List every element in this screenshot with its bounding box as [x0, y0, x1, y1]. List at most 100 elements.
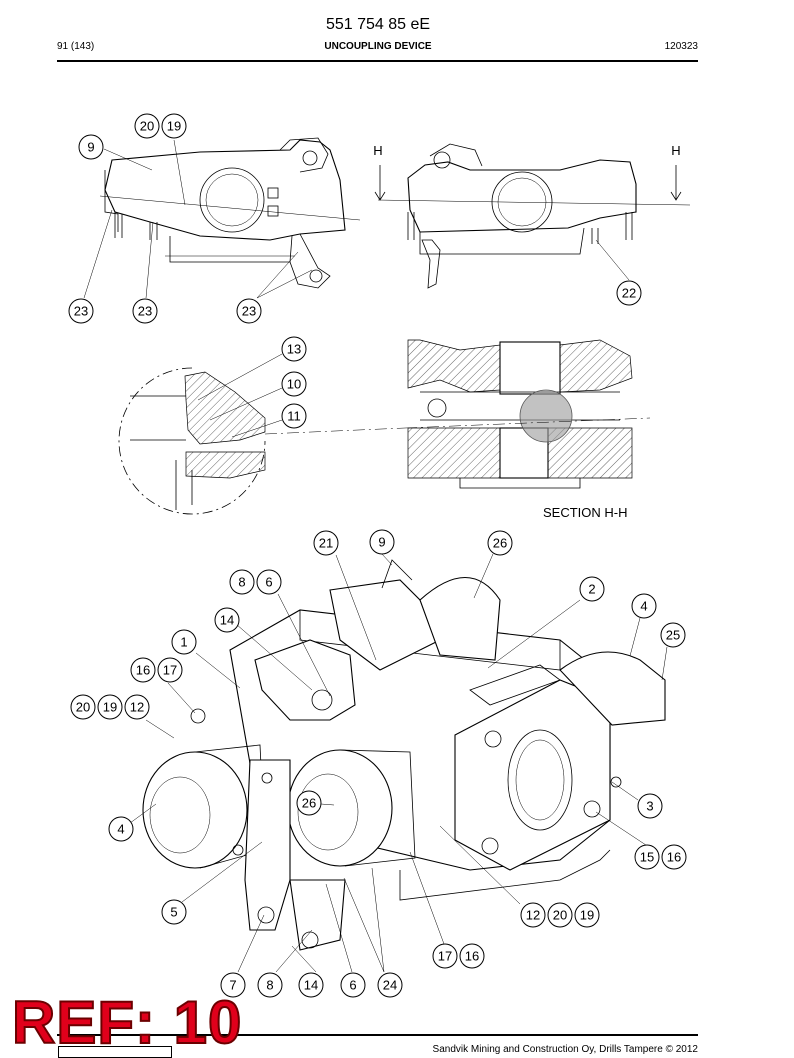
svg-text:7: 7: [229, 978, 236, 993]
footer-copyright: Sandvik Mining and Construction Oy, Dril…: [432, 1044, 698, 1055]
callout-16b: 16: [661, 844, 687, 870]
callout-15: 15: [634, 844, 660, 870]
svg-text:12: 12: [526, 908, 540, 923]
page-title: UNCOUPLING DEVICE: [324, 41, 432, 52]
svg-text:9: 9: [87, 140, 94, 155]
svg-text:4: 4: [117, 822, 124, 837]
svg-text:22: 22: [622, 286, 636, 301]
svg-text:16: 16: [667, 850, 681, 865]
svg-text:25: 25: [666, 628, 680, 643]
svg-text:11: 11: [287, 409, 301, 424]
svg-text:1: 1: [180, 635, 187, 650]
svg-text:24: 24: [383, 978, 397, 993]
callout-9a: 9: [78, 134, 104, 160]
section-hh-view: [404, 339, 651, 489]
svg-text:23: 23: [74, 304, 88, 319]
date-code: 120323: [664, 41, 698, 52]
svg-text:6: 6: [349, 978, 356, 993]
callout-20c: 20: [547, 902, 573, 928]
callout-19c: 19: [574, 902, 600, 928]
callout-7: 7: [220, 972, 246, 998]
callout-25: 25: [660, 622, 686, 648]
svg-text:2: 2: [588, 582, 595, 597]
svg-text:10: 10: [287, 377, 301, 392]
section-marker-right: H: [671, 143, 680, 158]
callout-8b: 8: [257, 972, 283, 998]
callout-17a: 17: [157, 657, 183, 683]
svg-text:16: 16: [136, 663, 150, 678]
callout-20a: 20: [134, 113, 160, 139]
callout-21: 21: [313, 530, 339, 556]
callout-20b: 20: [70, 694, 96, 720]
section-label: SECTION H-H: [543, 505, 628, 520]
side-view-right: [374, 143, 691, 289]
svg-text:19: 19: [580, 908, 594, 923]
callout-12a: 12: [124, 694, 150, 720]
callout-9b: 9: [369, 529, 395, 555]
callout-1: 1: [171, 629, 197, 655]
svg-text:14: 14: [220, 613, 234, 628]
svg-text:6: 6: [265, 575, 272, 590]
svg-text:16: 16: [465, 949, 479, 964]
callout-16a: 16: [130, 657, 156, 683]
callout-2: 2: [579, 576, 605, 602]
callout-23b: 23: [132, 298, 158, 324]
svg-text:12: 12: [130, 700, 144, 715]
callout-6b: 6: [340, 972, 366, 998]
svg-text:26: 26: [302, 796, 316, 811]
svg-text:8: 8: [238, 575, 245, 590]
svg-text:23: 23: [138, 304, 152, 319]
svg-text:19: 19: [167, 119, 181, 134]
svg-text:20: 20: [76, 700, 90, 715]
callout-5: 5: [161, 899, 187, 925]
callout-23a: 23: [68, 298, 94, 324]
callout-12b: 12: [520, 902, 546, 928]
svg-text:20: 20: [140, 119, 154, 134]
svg-text:5: 5: [170, 905, 177, 920]
callout-22: 22: [616, 280, 642, 306]
page-number: 91 (143): [57, 41, 95, 52]
callout-19b: 19: [97, 694, 123, 720]
detail-view: [118, 367, 406, 515]
callout-11: 11: [281, 403, 307, 429]
callout-13: 13: [281, 336, 307, 362]
callout-14a: 14: [214, 607, 240, 633]
svg-text:23: 23: [242, 304, 256, 319]
svg-text:9: 9: [378, 535, 385, 550]
callout-14b: 14: [298, 972, 324, 998]
callout-19a: 19: [161, 113, 187, 139]
svg-text:15: 15: [640, 850, 654, 865]
callout-23c: 23: [236, 298, 262, 324]
svg-text:19: 19: [103, 700, 117, 715]
isometric-view: [142, 559, 666, 951]
callout-26b: 26: [296, 790, 322, 816]
svg-text:3: 3: [646, 799, 653, 814]
callout-4a: 4: [631, 593, 657, 619]
section-marker-left: H: [373, 143, 382, 158]
side-view-left: [99, 137, 361, 289]
callout-17b: 17: [432, 943, 458, 969]
callout-16c: 16: [459, 943, 485, 969]
svg-text:26: 26: [493, 536, 507, 551]
callout-10: 10: [281, 371, 307, 397]
svg-text:14: 14: [304, 978, 318, 993]
document-number: 551 754 85 eE: [325, 16, 431, 33]
callout-8a: 8: [229, 569, 255, 595]
callout-6a: 6: [256, 569, 282, 595]
svg-text:13: 13: [287, 342, 301, 357]
svg-text:4: 4: [640, 599, 647, 614]
leader-lines: [83, 139, 668, 973]
callout-3: 3: [637, 793, 663, 819]
svg-text:8: 8: [266, 978, 273, 993]
svg-text:17: 17: [163, 663, 177, 678]
callout-4b: 4: [108, 816, 134, 842]
svg-text:20: 20: [553, 908, 567, 923]
callout-24: 24: [377, 972, 403, 998]
footer-rule: [57, 1034, 698, 1036]
svg-text:17: 17: [438, 949, 452, 964]
header-rule: [57, 60, 698, 62]
svg-text:21: 21: [319, 536, 333, 551]
callout-26a: 26: [487, 530, 513, 556]
ref-stamp: REF: 10: [11, 988, 243, 1057]
